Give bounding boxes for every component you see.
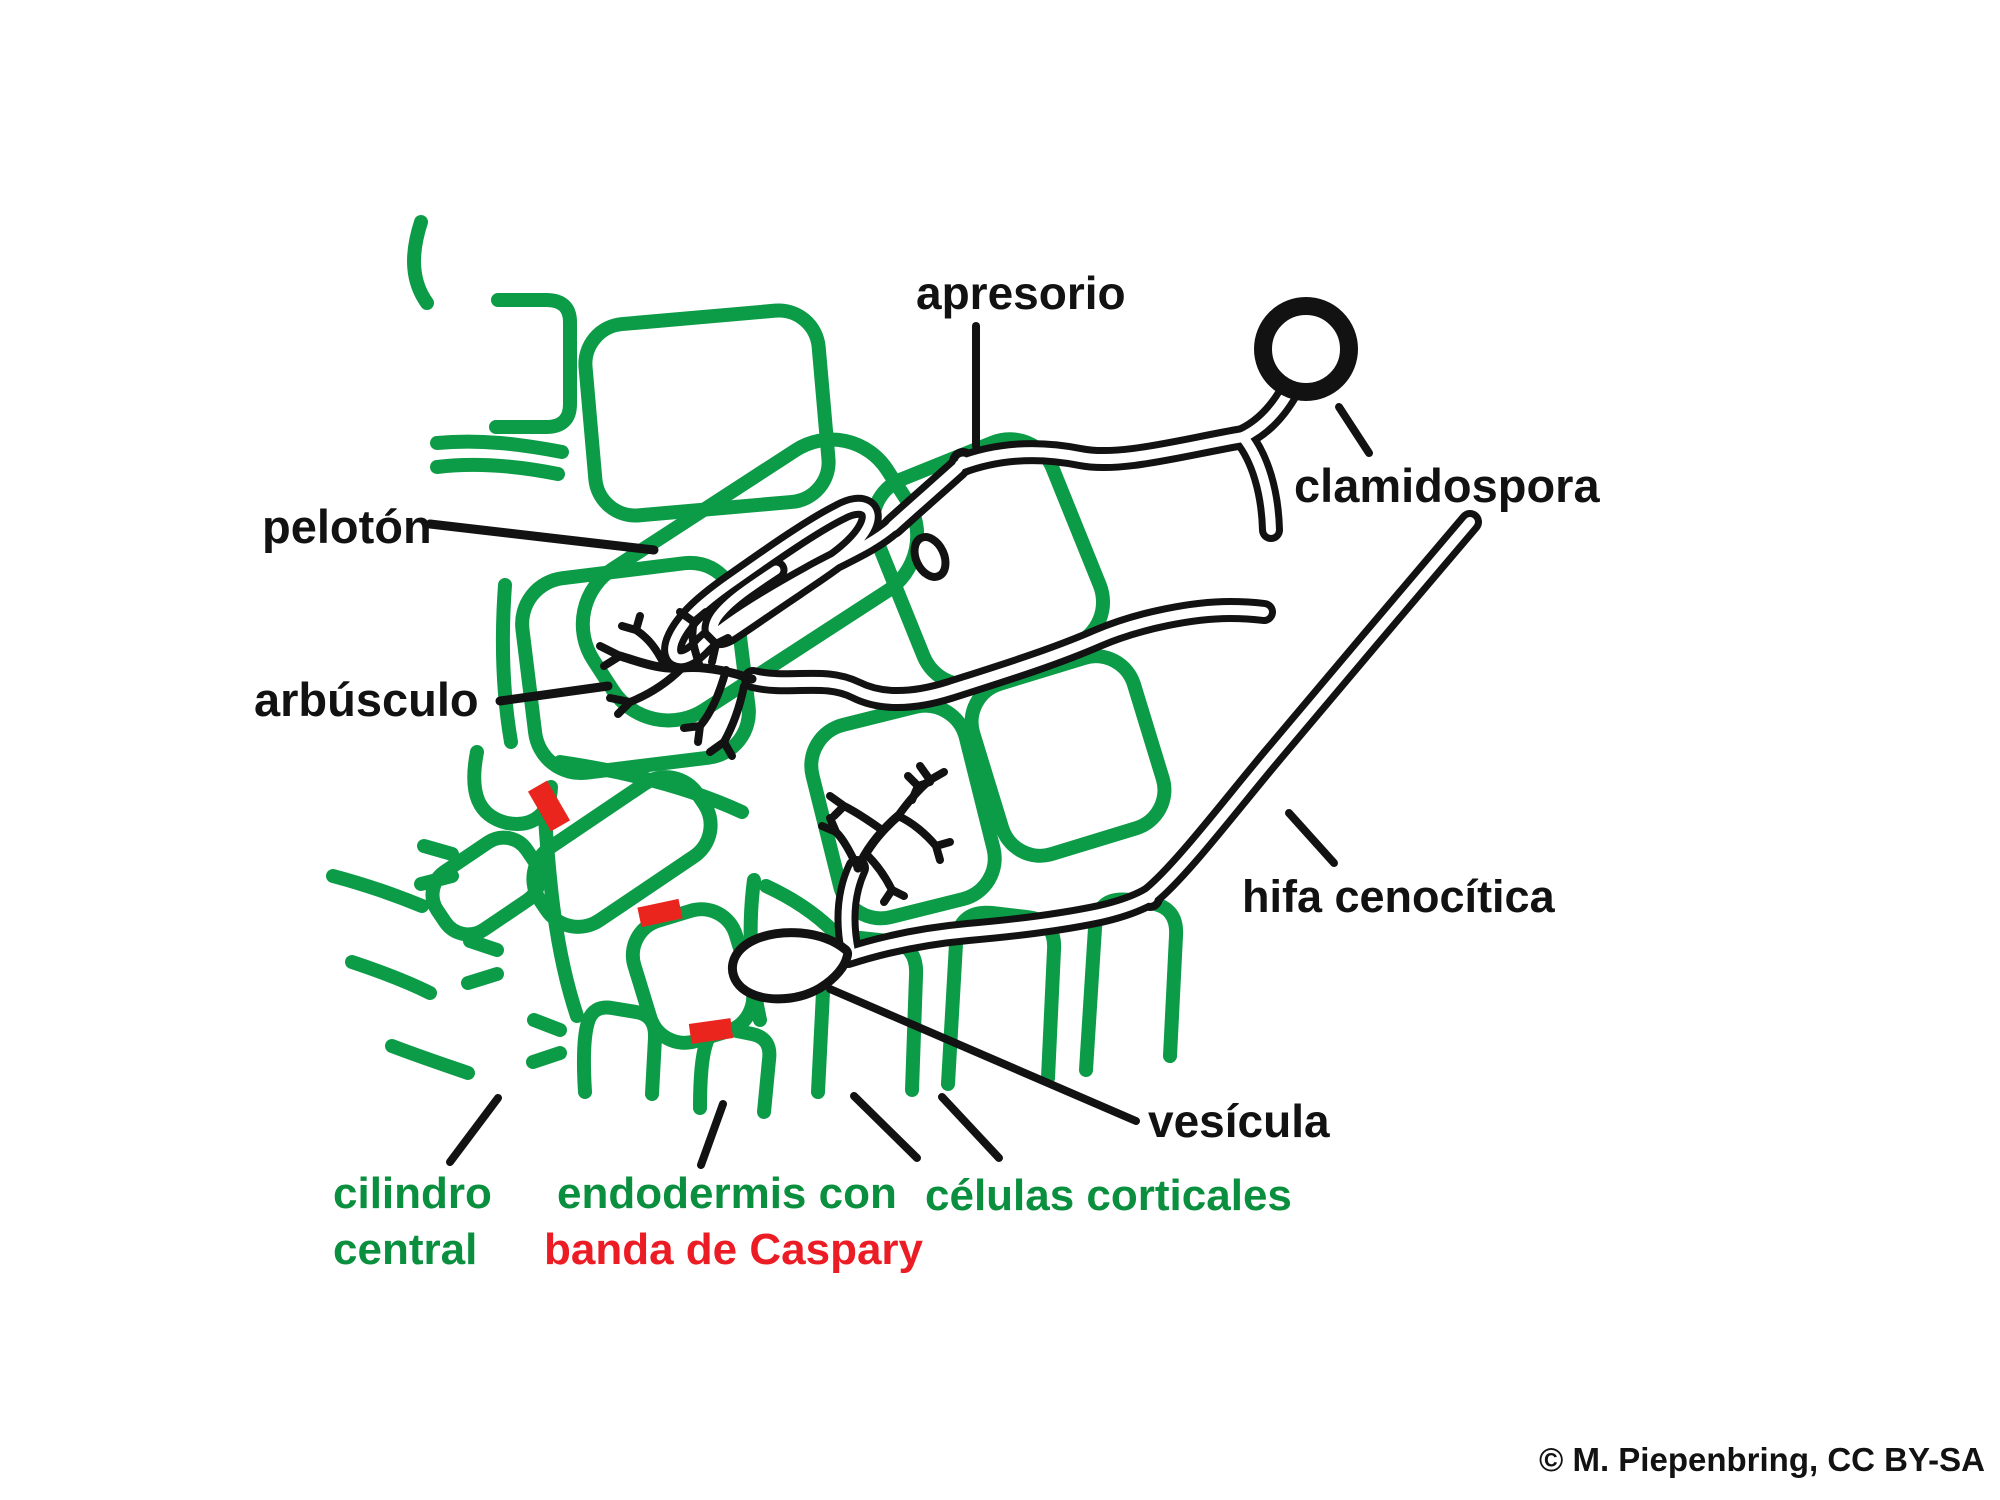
label-banda-de-caspary: banda de Caspary: [544, 1225, 924, 1274]
stele-fork: [526, 1013, 567, 1069]
cell-wall: [553, 755, 749, 819]
arbuscule-cell: [515, 555, 756, 781]
arbuscule-2-shape: [818, 762, 954, 906]
caspary-strip: [527, 780, 571, 832]
hypha-cross-section: [910, 533, 950, 581]
label-clamidospora: clamidospora: [1294, 459, 1600, 512]
leader-lines: [425, 322, 1373, 1169]
cell-wall: [496, 578, 518, 749]
hifa-leader-line: [1285, 809, 1338, 867]
casparian-strips: [527, 780, 734, 1044]
vesicle-shape: [728, 928, 853, 1004]
peloton-leader-line: [425, 519, 659, 555]
cut-cell-arch: [577, 1000, 663, 1101]
label-peloton: pelotón: [262, 500, 432, 553]
stele-stub: [385, 1039, 475, 1080]
caspary-strip: [637, 898, 683, 928]
swelling-cores: [957, 456, 1155, 903]
celulas-leader-line-1: [850, 1092, 921, 1162]
stele-stub: [326, 869, 429, 913]
arbuscule-1-shape: [596, 608, 757, 760]
label-endodermis: endodermis con: [557, 1169, 897, 1218]
label-vesicula: vesícula: [1148, 1095, 1330, 1147]
cilindro-leader-line: [446, 1094, 502, 1166]
celulas-leader-line-2: [938, 1093, 1003, 1162]
peloton-cell: [575, 432, 925, 728]
label-apresorio: apresorio: [916, 267, 1126, 319]
chlamydospore-shape: [1254, 297, 1358, 401]
label-cilindro-central-2: central: [333, 1225, 478, 1274]
epidermis-cell-open: [489, 293, 577, 434]
label-celulas-corticales: células corticales: [925, 1171, 1292, 1220]
epidermis-cell: [578, 303, 836, 523]
arbusculo-leader-line: [495, 681, 613, 706]
label-cilindro-central-1: cilindro: [333, 1169, 492, 1218]
vesicula-leader-line: [826, 985, 1140, 1125]
stele-cell: [425, 830, 547, 942]
caspary-strip: [688, 1018, 734, 1044]
stele-stub: [345, 955, 437, 1000]
stele-fork: [414, 839, 459, 891]
cell-wall-stub: [407, 215, 434, 310]
stele-fork: [461, 934, 504, 990]
cell-wall: [537, 796, 584, 1023]
cell-wall: [759, 879, 841, 939]
clamidospora-leader-line: [1335, 403, 1373, 457]
cell-wall-stub: [430, 457, 565, 481]
credit-text: © M. Piepenbring, CC BY-SA: [1538, 1441, 1985, 1478]
cut-cell-arch: [693, 1022, 777, 1119]
endodermis-leader-line: [697, 1100, 727, 1169]
label-arbusculo: arbúsculo: [254, 673, 479, 726]
cell-wall-stub: [430, 434, 569, 459]
label-hifa-cenocitica: hifa cenocítica: [1242, 871, 1555, 922]
